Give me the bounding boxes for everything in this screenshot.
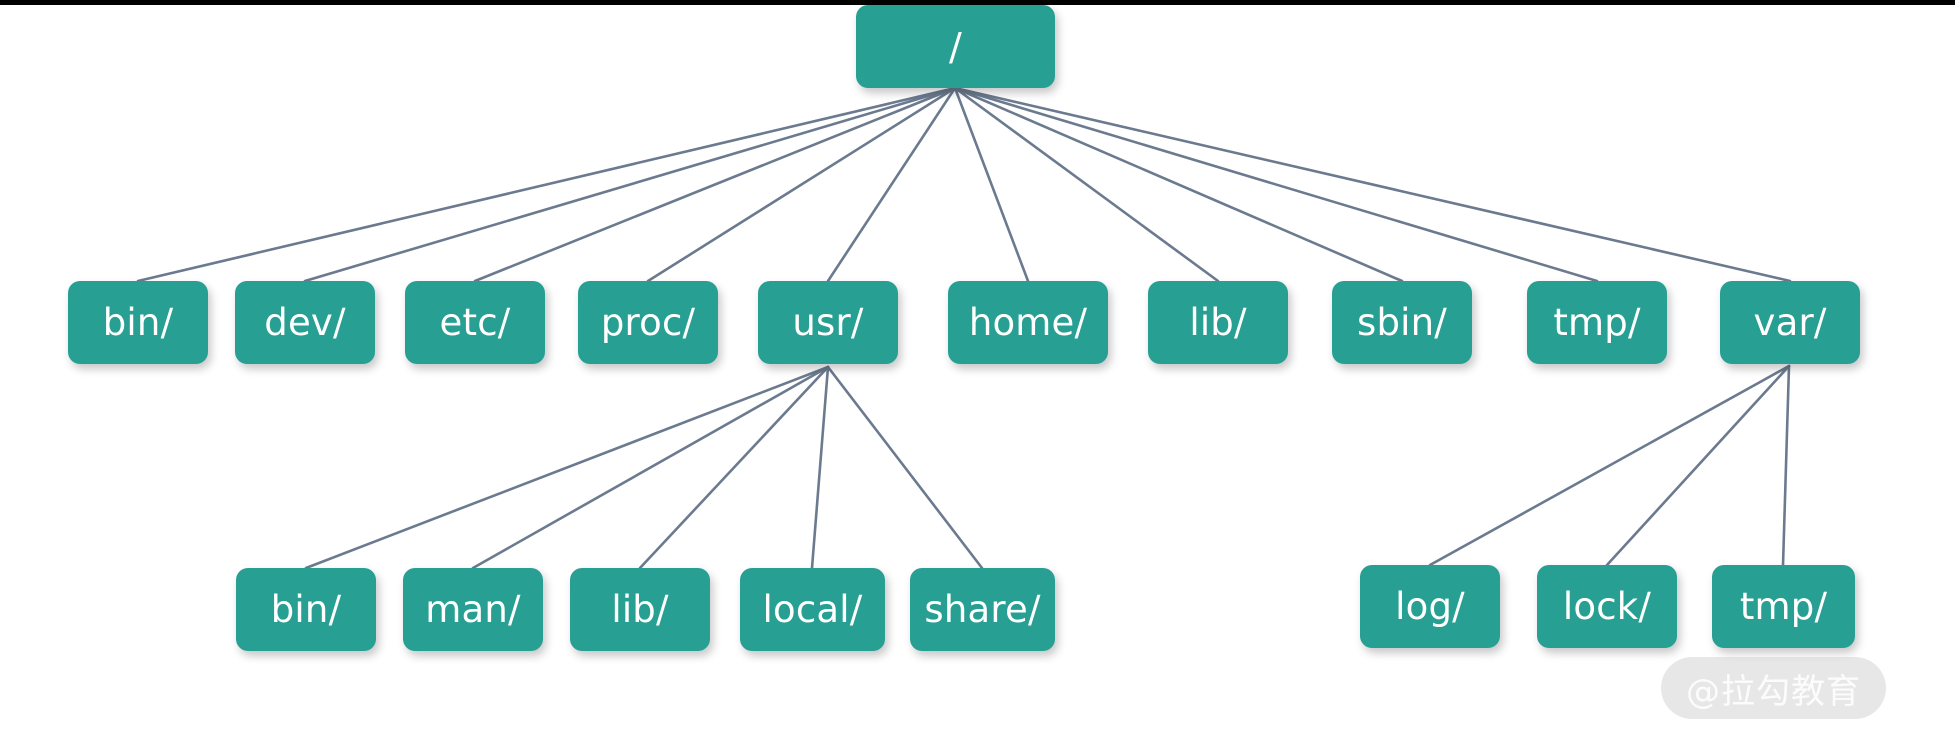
edge-var-to-var-lock [1605,364,1791,567]
edge-root-to-dev [303,86,957,283]
edge-root-to-lib [953,86,1220,283]
node-usr-local[interactable]: local/ [740,568,885,651]
node-var-lock[interactable]: lock/ [1537,565,1677,648]
edge-root-to-etc [473,86,957,283]
node-usr-bin[interactable]: bin/ [236,568,376,651]
watermark: @拉勾教育 [1661,657,1886,719]
edge-usr-to-usr-share [826,365,984,570]
edge-root-to-proc [646,86,957,283]
node-usr-man[interactable]: man/ [403,568,543,651]
edge-usr-to-usr-local [810,365,830,570]
edge-root-to-usr [826,86,957,283]
node-usr[interactable]: usr/ [758,281,898,364]
node-lib[interactable]: lib/ [1148,281,1288,364]
node-usr-lib[interactable]: lib/ [570,568,710,651]
node-tmp[interactable]: tmp/ [1527,281,1667,364]
edge-root-to-sbin [953,86,1404,283]
node-var[interactable]: var/ [1720,281,1860,364]
edge-root-to-tmp [953,86,1599,283]
node-usr-share[interactable]: share/ [910,568,1055,651]
node-var-log[interactable]: log/ [1360,565,1500,648]
edge-usr-to-usr-bin [304,365,830,570]
edge-usr-to-usr-man [471,365,830,570]
node-proc[interactable]: proc/ [578,281,718,364]
edge-var-to-var-tmp [1781,364,1791,567]
node-dev[interactable]: dev/ [235,281,375,364]
node-home[interactable]: home/ [948,281,1108,364]
node-sbin[interactable]: sbin/ [1332,281,1472,364]
node-etc[interactable]: etc/ [405,281,545,364]
top-black-bar [0,0,1955,5]
edge-root-to-bin [136,86,957,283]
node-root[interactable]: / [856,5,1055,88]
node-var-tmp[interactable]: tmp/ [1712,565,1855,648]
node-bin[interactable]: bin/ [68,281,208,364]
edge-root-to-home [953,86,1030,283]
edge-root-to-var [953,86,1792,283]
edge-var-to-var-log [1428,364,1791,567]
edge-usr-to-usr-lib [638,365,830,570]
